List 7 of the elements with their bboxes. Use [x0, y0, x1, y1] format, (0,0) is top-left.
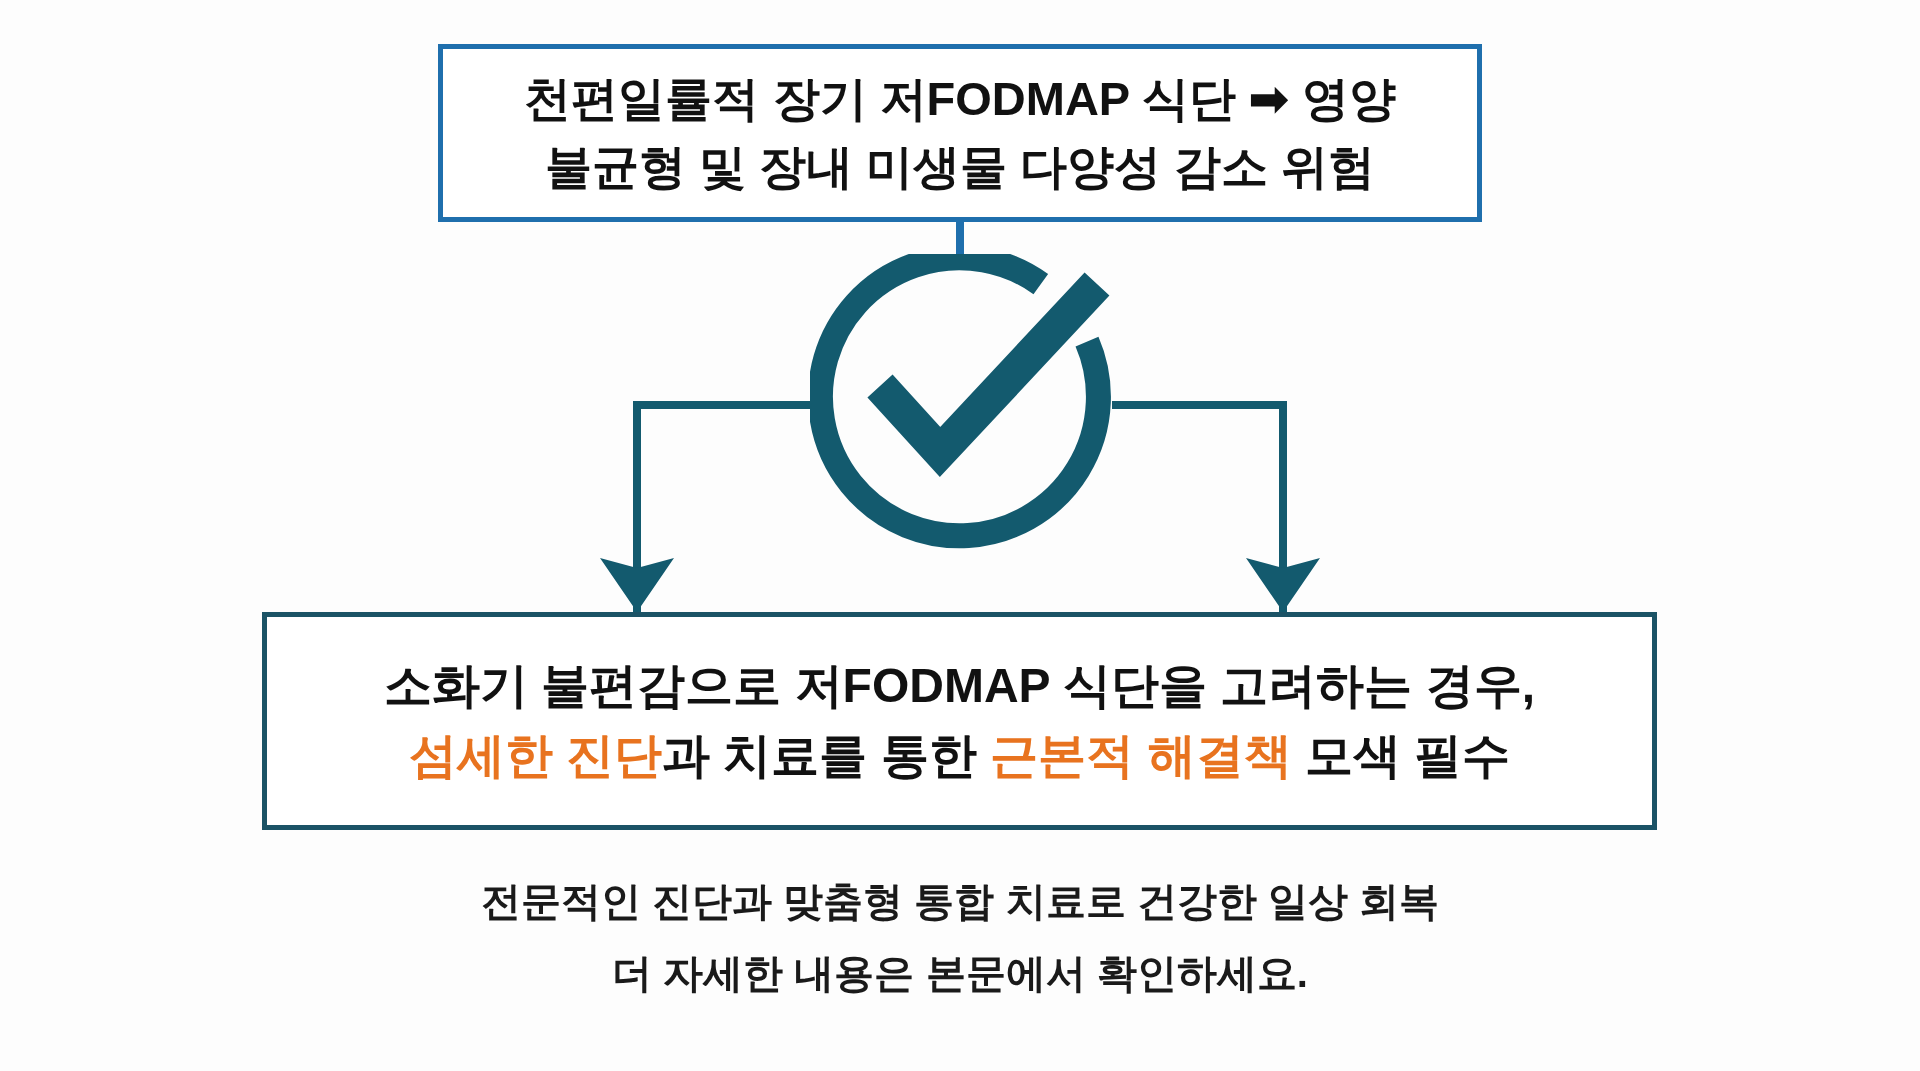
text-box	[262, 612, 1657, 830]
note-text: 더 자세한 내용은 본문에서 확인하세요.	[612, 950, 1308, 997]
text-box	[438, 44, 1482, 222]
box-text: 소화기 불편감으로 저FODMAP 식단을 고려하는 경우, 섬세한 진단과 치료를 통한 근본적 해결책 모색 필수	[382, 658, 1537, 784]
arrow	[600, 401, 810, 612]
box-text: 천편일률적 장기 저FODMAP 식단 ➡ 영양 불균형 및 장내 미생물 다양성 감소 위험	[523, 70, 1397, 195]
note-text: 전문적인 진단과 맞춤형 통합 치료로 건강한 일상 회복	[481, 878, 1439, 925]
